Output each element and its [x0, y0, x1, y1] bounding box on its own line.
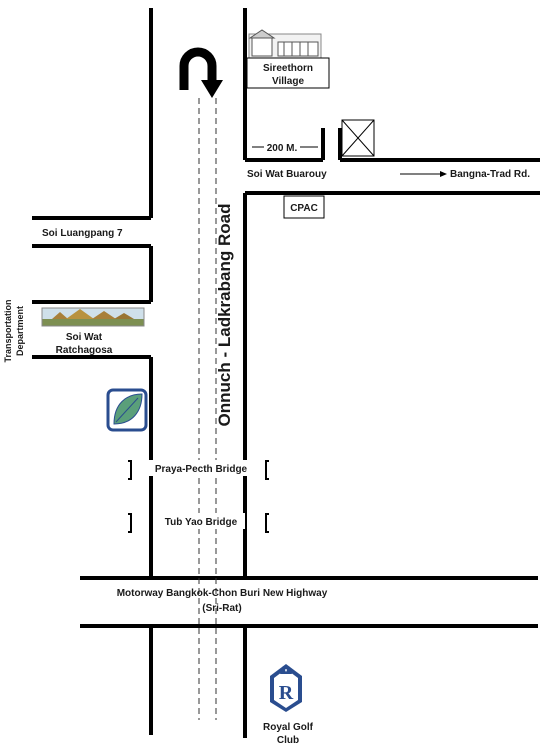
soi-wat-buarouy-label: Soi Wat Buarouy	[247, 169, 327, 180]
svg-text:R: R	[279, 682, 294, 704]
village-label-box	[246, 57, 330, 89]
motorway-label-line1: Motorway Bangkok-Chon Buri New Highway	[117, 588, 328, 599]
road-lines	[32, 8, 540, 738]
bank-leaf-logo-icon	[106, 388, 148, 432]
tub-yao-bg	[155, 513, 245, 529]
motorway-label-line2: (Sri-Rat)	[202, 603, 241, 614]
tub-yao-bridge-marker	[128, 513, 269, 533]
village-building-icon	[248, 29, 322, 59]
village-label-line1: Sireethorn	[263, 63, 313, 74]
center-line	[198, 98, 217, 720]
soi-wat-ratchagosa-line2: Ratchagosa	[56, 345, 113, 356]
distance-label: 200 M.	[267, 143, 298, 154]
praya-pecth-bridge-marker	[128, 460, 269, 480]
transport-dept-line2: Department	[15, 306, 25, 356]
temple-photo-icon	[41, 307, 145, 327]
main-road-label: Onnuch - Ladkrabang Road	[215, 204, 234, 427]
soi-luangpang-label: Soi Luangpang 7	[42, 228, 123, 239]
crossed-box-icon	[341, 119, 375, 157]
praya-pecth-bg	[146, 460, 256, 476]
village-label-line2: Village	[272, 76, 304, 87]
bangna-trad-label: Bangna-Trad Rd.	[450, 169, 530, 180]
praya-pecth-bridge-label: Praya-Pecth Bridge	[155, 464, 248, 475]
u-turn-arrow-icon	[179, 47, 223, 98]
cpac-label: CPAC	[290, 203, 318, 214]
tub-yao-bridge-label: Tub Yao Bridge	[165, 517, 238, 528]
cpac-box	[283, 195, 325, 219]
soi-wat-ratchagosa-line1: Soi Wat	[66, 332, 103, 343]
royal-golf-line1: Royal Golf	[263, 722, 314, 733]
arrow-right-icon	[400, 171, 447, 177]
royal-golf-line2: Club	[277, 735, 299, 746]
transport-dept-line1: Transportation	[3, 299, 13, 362]
distance-marker: 200 M.	[252, 143, 318, 154]
royal-golf-crest-icon: R	[270, 664, 302, 712]
